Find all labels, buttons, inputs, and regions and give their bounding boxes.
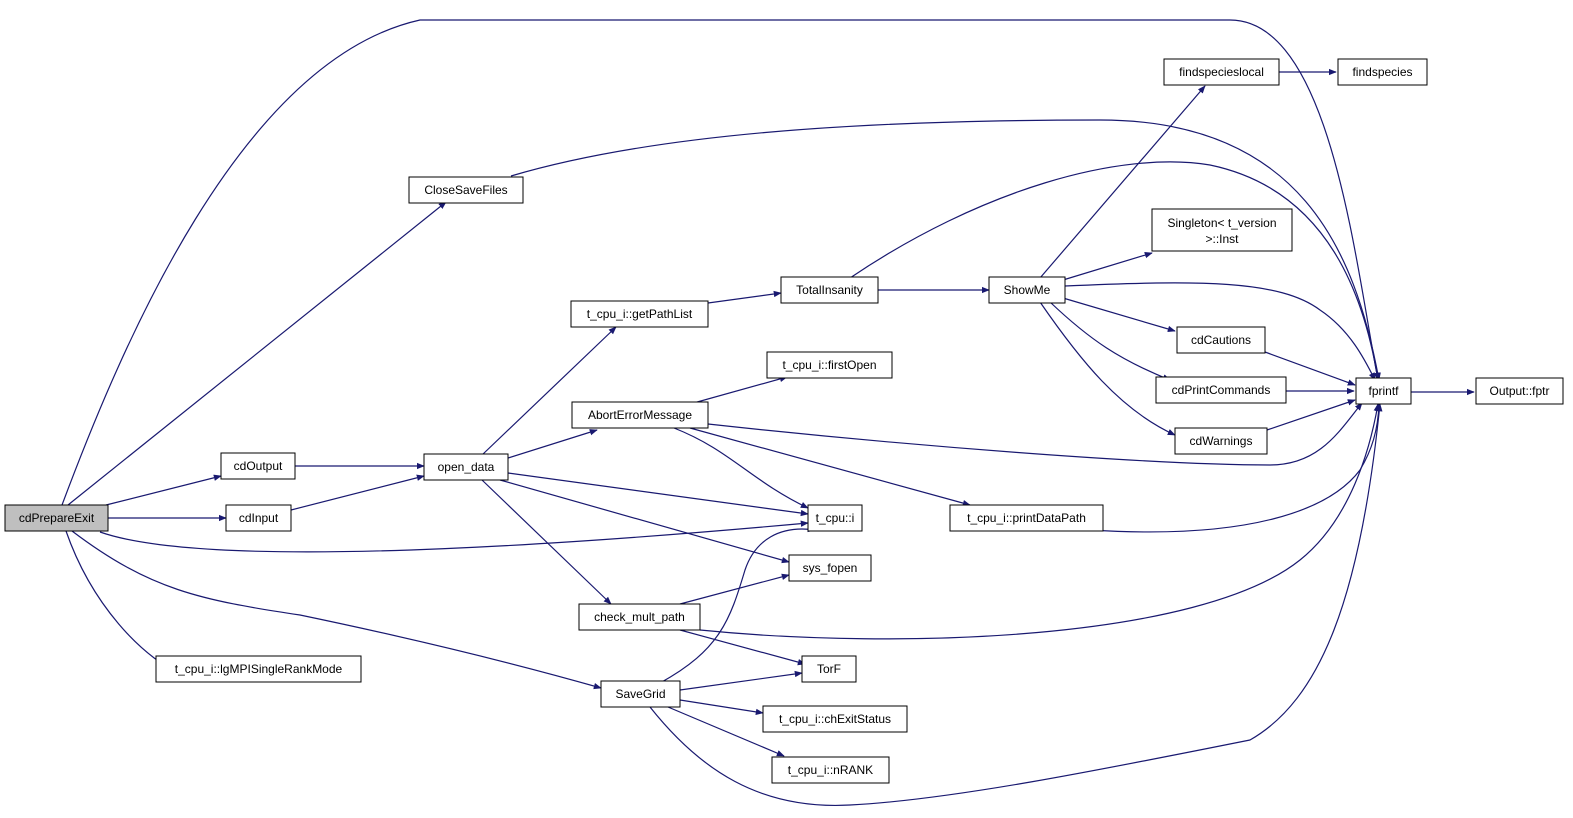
node-cdprintcommands[interactable]: cdPrintCommands: [1155, 376, 1287, 404]
edge-aborterrormessage-firstopen: [689, 375, 788, 405]
node-getpathlist[interactable]: t_cpu_i::getPathList: [570, 300, 709, 328]
node-firstopen[interactable]: t_cpu_i::firstOpen: [766, 351, 893, 379]
edge-savegrid-nrank: [667, 706, 785, 757]
edge-cdwarnings-fprintf: [1266, 399, 1356, 431]
edge-showme-cdprintcommands: [1049, 301, 1171, 381]
node-opendata[interactable]: open_data: [423, 453, 509, 481]
node-outputfptr-label: Output::fptr: [1489, 384, 1549, 398]
node-savegrid[interactable]: SaveGrid: [600, 680, 681, 708]
node-tcpui-label: t_cpu::i: [816, 511, 855, 525]
edge-opendata-getpathlist: [481, 326, 617, 456]
node-firstopen-label: t_cpu_i::firstOpen: [782, 358, 876, 372]
node-cdcautions-label: cdCautions: [1191, 333, 1251, 347]
node-singleton[interactable]: Singleton< t_version >::Inst: [1151, 208, 1293, 252]
edge-opendata-tcpui: [507, 472, 809, 517]
edge-aborterrormessage-printdatapath: [689, 427, 971, 507]
node-opendata-label: open_data: [438, 460, 495, 474]
edge-cdprepareexit-tcpui: [99, 520, 809, 553]
node-torf[interactable]: TorF: [801, 655, 857, 683]
node-fprintf-label: fprintf: [1368, 384, 1399, 398]
edge-opendata-sysfopen: [499, 479, 790, 564]
node-aborterrormessage[interactable]: AbortErrorMessage: [571, 401, 709, 429]
edge-checkmultpath-sysfopen: [679, 573, 790, 605]
node-cdwarnings[interactable]: cdWarnings: [1174, 427, 1268, 455]
edge-showme-findspecieslocal: [1039, 85, 1206, 279]
edge-opendata-aborterrormessage: [507, 429, 598, 459]
node-singleton-label-line1: Singleton< t_version: [1167, 216, 1276, 230]
node-findspecieslocal[interactable]: findspecieslocal: [1163, 58, 1280, 86]
node-chexitstatus-label: t_cpu_i::chExitStatus: [779, 712, 891, 726]
node-aborterrormessage-label: AbortErrorMessage: [588, 408, 692, 422]
edge-opendata-checkmultpath: [481, 479, 612, 605]
node-cdcautions[interactable]: cdCautions: [1176, 326, 1266, 354]
node-lgmpisinglerankmode-label: t_cpu_i::lgMPISingleRankMode: [175, 662, 343, 676]
edge-cdprepareexit-closesavefiles: [67, 201, 447, 506]
node-singleton-label-line2: >::Inst: [1205, 232, 1239, 246]
node-findspecies[interactable]: findspecies: [1337, 58, 1428, 86]
node-findspecies-label: findspecies: [1352, 65, 1412, 79]
edge-showme-cdwarnings: [1039, 301, 1176, 436]
node-checkmultpath-label: check_mult_path: [594, 610, 685, 624]
edge-cdinput-opendata: [290, 474, 425, 511]
edge-checkmultpath-fprintf: [699, 403, 1380, 640]
node-getpathlist-label: t_cpu_i::getPathList: [587, 307, 693, 321]
edge-checkmultpath-torf: [679, 629, 806, 666]
node-cdoutput-label: cdOutput: [234, 459, 283, 473]
node-checkmultpath[interactable]: check_mult_path: [578, 603, 701, 631]
node-tcpui[interactable]: t_cpu::i: [807, 504, 863, 532]
edge-cdprepareexit-savegrid: [71, 530, 602, 690]
node-totalinsanity[interactable]: TotalInsanity: [780, 276, 879, 304]
node-cdoutput[interactable]: cdOutput: [220, 452, 296, 480]
edge-showme-cdcautions: [1062, 297, 1176, 333]
edge-showme-singleton: [1062, 252, 1153, 281]
edge-savegrid-torf: [679, 670, 803, 691]
node-cdwarnings-label: cdWarnings: [1190, 434, 1253, 448]
edge-aborterrormessage-tcpui: [673, 427, 809, 509]
edge-savegrid-chexitstatus: [679, 699, 764, 716]
edge-closesavefiles-fprintf: [510, 119, 1381, 381]
edges: [61, 19, 1475, 807]
node-cdprepareexit[interactable]: cdPrepareExit: [4, 504, 109, 532]
node-nrank-label: t_cpu_i::nRANK: [788, 763, 873, 777]
edge-showme-fprintf: [1064, 282, 1376, 381]
edge-savegrid-fprintf: [649, 403, 1383, 807]
node-chexitstatus[interactable]: t_cpu_i::chExitStatus: [762, 705, 908, 733]
node-torf-label: TorF: [817, 662, 841, 676]
node-cdinput-label: cdInput: [239, 511, 279, 525]
edge-totalinsanity-fprintf: [849, 161, 1381, 381]
edge-cdcautions-fprintf: [1264, 351, 1356, 386]
node-totalinsanity-label: TotalInsanity: [796, 283, 863, 297]
edge-aborterrormessage-fprintf: [707, 402, 1363, 466]
node-cdprepareexit-label: cdPrepareExit: [19, 511, 95, 525]
node-closesavefiles-label: CloseSaveFiles: [424, 183, 507, 197]
node-sysfopen[interactable]: sys_fopen: [788, 554, 872, 582]
edge-cdprepareexit-cdoutput: [105, 474, 222, 506]
node-outputfptr[interactable]: Output::fptr: [1475, 377, 1564, 405]
node-cdinput[interactable]: cdInput: [225, 504, 292, 532]
edge-getpathlist-totalinsanity: [707, 290, 782, 304]
node-savegrid-label: SaveGrid: [615, 687, 665, 701]
node-printdatapath[interactable]: t_cpu_i::printDataPath: [949, 504, 1104, 532]
node-sysfopen-label: sys_fopen: [803, 561, 858, 575]
node-cdprintcommands-label: cdPrintCommands: [1172, 383, 1271, 397]
node-lgmpisinglerankmode[interactable]: t_cpu_i::lgMPISingleRankMode: [155, 655, 362, 683]
node-printdatapath-label: t_cpu_i::printDataPath: [967, 511, 1086, 525]
node-closesavefiles[interactable]: CloseSaveFiles: [408, 176, 524, 204]
node-showme-label: ShowMe: [1004, 283, 1051, 297]
node-findspecieslocal-label: findspecieslocal: [1179, 65, 1264, 79]
node-nrank[interactable]: t_cpu_i::nRANK: [771, 756, 890, 784]
node-showme[interactable]: ShowMe: [988, 276, 1066, 304]
node-fprintf[interactable]: fprintf: [1355, 377, 1412, 405]
edge-savegrid-tcpui: [659, 525, 816, 684]
edge-cdprepareexit-fprintf: [61, 19, 1380, 506]
edge-printdatapath-fprintf: [1089, 403, 1382, 533]
